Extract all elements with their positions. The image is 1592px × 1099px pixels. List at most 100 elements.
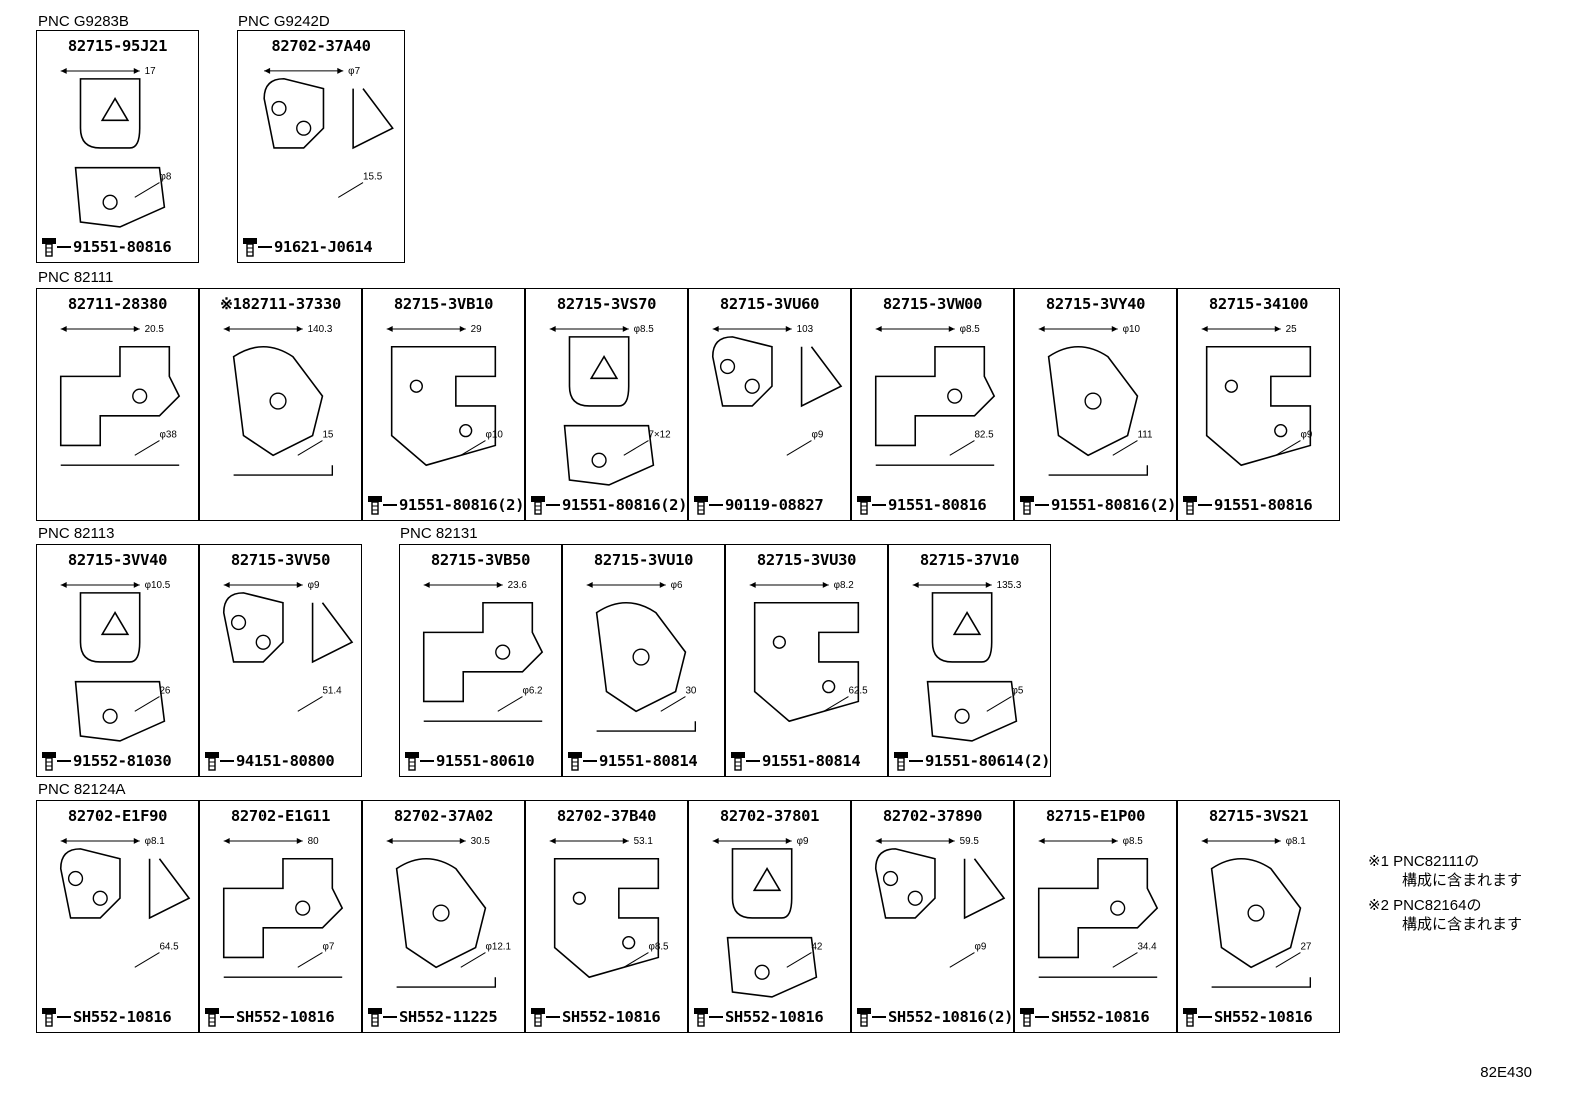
part-number: 82715-37V10: [919, 551, 1020, 569]
bolt-icon: [894, 752, 908, 771]
bolt-icon: [731, 752, 745, 771]
part-cell[interactable]: 82715-3VY40 φ10 111 91551-80816(2): [1014, 288, 1177, 521]
bolt-callout: 91551-80814: [730, 750, 861, 772]
part-cell[interactable]: 82715-3VU10 φ6 30 91551-80814: [562, 544, 725, 777]
part-drawing: φ8.1 64.5: [41, 829, 194, 1002]
part-cell[interactable]: 82715-3VV40 φ10.5 26 91552-81030: [36, 544, 199, 777]
part-drawing: φ8.2 62.5: [730, 573, 883, 746]
bolt-part-number: 91551-80610: [436, 752, 535, 770]
bolt-icon: [1183, 496, 1197, 515]
leader-line: [909, 760, 923, 762]
part-cell[interactable]: 82702-E1F90 φ8.1 64.5 SH552-10816: [36, 800, 199, 1033]
bolt-icon: [243, 238, 257, 257]
leader-line: [258, 246, 272, 248]
bolt-icon: [694, 1008, 708, 1027]
part-cell[interactable]: 82702-E1G11 80 φ7 SH552-10816: [199, 800, 362, 1033]
part-drawing: φ9 51.4: [204, 573, 357, 746]
part-cell[interactable]: 82715-3VS70 φ8.5 7×12 91551-80816(2): [525, 288, 688, 521]
bracket-icon: 59.5 φ9: [874, 836, 1006, 968]
part-cell[interactable]: 82715-3VB10 29 φ10 91551-80816(2): [362, 288, 525, 521]
bolt-callout: 91551-80816(2): [1019, 494, 1176, 516]
dimension-label: 103: [797, 324, 814, 335]
bolt-icon: [694, 496, 708, 515]
footnote-2: ※2 PNC82164の 構成に含まれます: [1368, 896, 1522, 934]
part-number: 82715-3VB10: [393, 295, 494, 313]
part-cell[interactable]: 82715-3VV50 φ9 51.4 94151-80800: [199, 544, 362, 777]
dimension-label: 59.5: [960, 836, 980, 847]
part-cell[interactable]: 82715-3VS21 φ8.1 27 SH552-10816: [1177, 800, 1340, 1033]
bracket-icon: 29 φ10: [386, 324, 503, 467]
part-cell[interactable]: 82715-3VB50 23.6 φ6.2 91551-80610: [399, 544, 562, 777]
dimension-label: φ6.2: [522, 686, 542, 697]
part-cell[interactable]: ※182711-37330 140.3 15: [199, 288, 362, 521]
bolt-callout: 91552-81030: [41, 750, 172, 772]
leader-line: [709, 1016, 723, 1018]
dimension-label: 27: [1300, 942, 1311, 953]
dimension-label: 111: [1137, 430, 1152, 441]
dimension-label: 20.5: [145, 324, 165, 335]
leader-line: [872, 504, 886, 506]
part-number: ※182711-37330: [219, 295, 342, 313]
footnote-2-line2: 構成に含まれます: [1402, 916, 1523, 933]
bracket-icon: 53.1 φ8.5: [549, 836, 669, 979]
part-drawing: φ10 111: [1019, 317, 1172, 490]
dimension-label: 140.3: [308, 324, 333, 335]
part-cell[interactable]: 82715-3VW00 φ8.5 82.5 91551-80816: [851, 288, 1014, 521]
part-number: 82715-3VV50: [230, 551, 331, 569]
part-cell[interactable]: 82715-37V10 135.3 φ5 91551-80614(2): [888, 544, 1051, 777]
bolt-icon: [205, 1008, 219, 1027]
leader-line: [1035, 1016, 1049, 1018]
dimension-label: φ10: [1123, 324, 1141, 335]
group-label: PNC 82111: [38, 269, 114, 286]
dimension-label: φ10.5: [145, 580, 171, 591]
part-cell[interactable]: 82702-37B40 53.1 φ8.5 SH552-10816: [525, 800, 688, 1033]
part-cell[interactable]: 82702-37A40 φ7 15.5 91621-J0614: [237, 30, 405, 263]
leader-line: [57, 246, 71, 248]
bolt-part-number: SH552-10816: [236, 1008, 335, 1026]
part-number: 82702-37801: [719, 807, 820, 825]
part-number: 82715-3VW00: [882, 295, 983, 313]
bolt-callout: SH552-10816: [693, 1006, 824, 1028]
leader-line: [383, 504, 397, 506]
bolt-callout: SH552-10816: [41, 1006, 172, 1028]
part-cell[interactable]: 82702-37890 59.5 φ9 SH552-10816(2): [851, 800, 1014, 1033]
part-drawing: 80 φ7: [204, 829, 357, 1002]
bolt-callout: 91551-80816(2): [367, 494, 524, 516]
part-cell[interactable]: 82715-95J21 17 φ8 91551-80816: [36, 30, 199, 263]
part-drawing: 29 φ10: [367, 317, 520, 490]
part-drawing: 135.3 φ5: [893, 573, 1046, 746]
bolt-part-number: SH552-10816(2): [888, 1008, 1014, 1026]
dimension-label: 25: [1286, 324, 1297, 335]
part-drawing: φ7 15.5: [242, 59, 400, 232]
bolt-icon: [568, 752, 582, 771]
part-cell[interactable]: 82715-34100 25 φ9 91551-80816: [1177, 288, 1340, 521]
part-cell[interactable]: 82715-E1P00 φ8.5 34.4 SH552-10816: [1014, 800, 1177, 1033]
part-drawing: 59.5 φ9: [856, 829, 1009, 1002]
leader-line: [57, 760, 71, 762]
part-cell[interactable]: 82702-37A02 30.5 φ12.1 SH552-11225: [362, 800, 525, 1033]
part-drawing: 17 φ8: [41, 59, 194, 232]
bracket-icon: 20.5 φ38: [59, 324, 181, 466]
dimension-label: φ9: [974, 942, 986, 953]
part-cell[interactable]: 82715-3VU60 103 φ9 90119-08827: [688, 288, 851, 521]
bracket-icon: φ8.5 82.5: [874, 324, 996, 466]
bolt-callout: 91551-80610: [404, 750, 535, 772]
dimension-label: φ9: [797, 836, 809, 847]
dimension-label: 23.6: [508, 580, 528, 591]
dimension-label: 7×12: [648, 430, 670, 441]
part-cell[interactable]: 82711-28380 20.5 φ38: [36, 288, 199, 521]
bracket-icon: 135.3 φ5: [912, 580, 1024, 742]
dimension-label: 42: [811, 942, 822, 953]
part-cell[interactable]: 82715-3VU30 φ8.2 62.5 91551-80814: [725, 544, 888, 777]
bracket-icon: 23.6 φ6.2: [422, 580, 544, 722]
dimension-label: φ10: [485, 430, 503, 441]
part-number: 82715-95J21: [67, 37, 168, 55]
dimension-label: 30: [685, 686, 696, 697]
footnote-2-line1: ※2 PNC82164の: [1368, 897, 1482, 914]
bolt-icon: [368, 1008, 382, 1027]
part-cell[interactable]: 82702-37801 φ9 42 SH552-10816: [688, 800, 851, 1033]
bolt-callout: 91551-80816(2): [530, 494, 687, 516]
dimension-label: 135.3: [997, 580, 1022, 591]
part-drawing: 20.5 φ38: [41, 317, 194, 490]
bolt-part-number: SH552-10816: [1214, 1008, 1313, 1026]
